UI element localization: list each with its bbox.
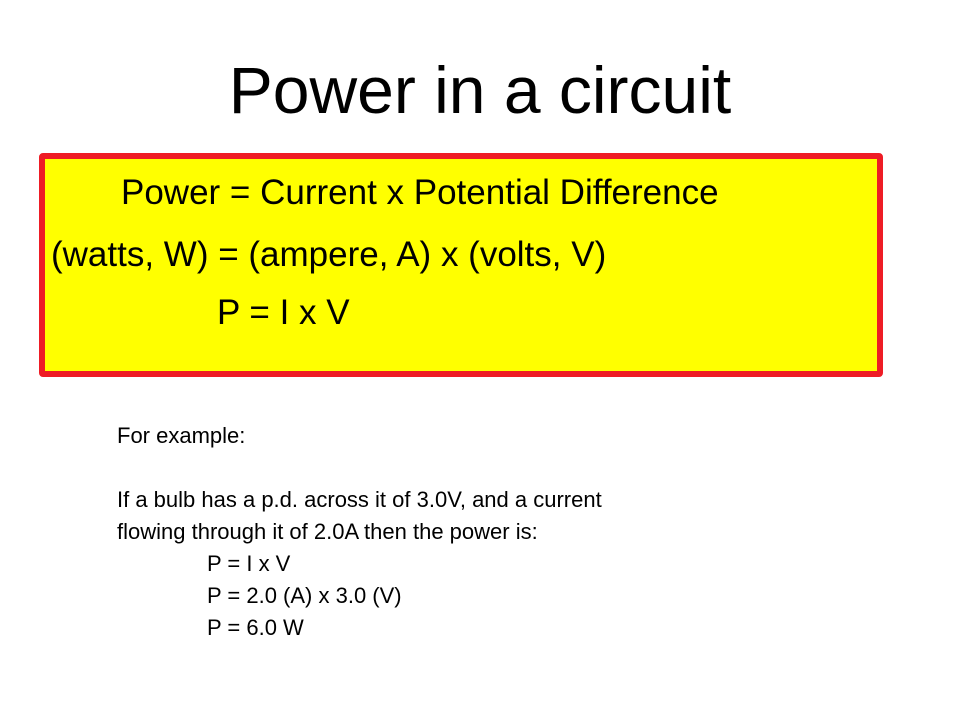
formula-units-equation: (watts, W) = (ampere, A) x (volts, V): [51, 235, 607, 274]
worked-example: For example: If a bulb has a p.d. across…: [117, 420, 897, 644]
example-step-1: P = I x V: [207, 551, 291, 576]
example-heading: For example:: [117, 423, 246, 448]
formula-word-equation: Power = Current x Potential Difference: [121, 173, 719, 212]
slide-title: Power in a circuit: [228, 53, 732, 127]
formula-symbol-equation: P = I x V: [217, 293, 350, 332]
example-sentence-line-1: If a bulb has a p.d. across it of 3.0V, …: [117, 487, 602, 512]
formula-box: Power = Current x Potential Difference (…: [39, 153, 883, 377]
example-spacer: [117, 452, 897, 484]
example-step-2: P = 2.0 (A) x 3.0 (V): [207, 583, 402, 608]
example-step-3: P = 6.0 W: [207, 615, 304, 640]
example-sentence-line-2: flowing through it of 2.0A then the powe…: [117, 519, 538, 544]
